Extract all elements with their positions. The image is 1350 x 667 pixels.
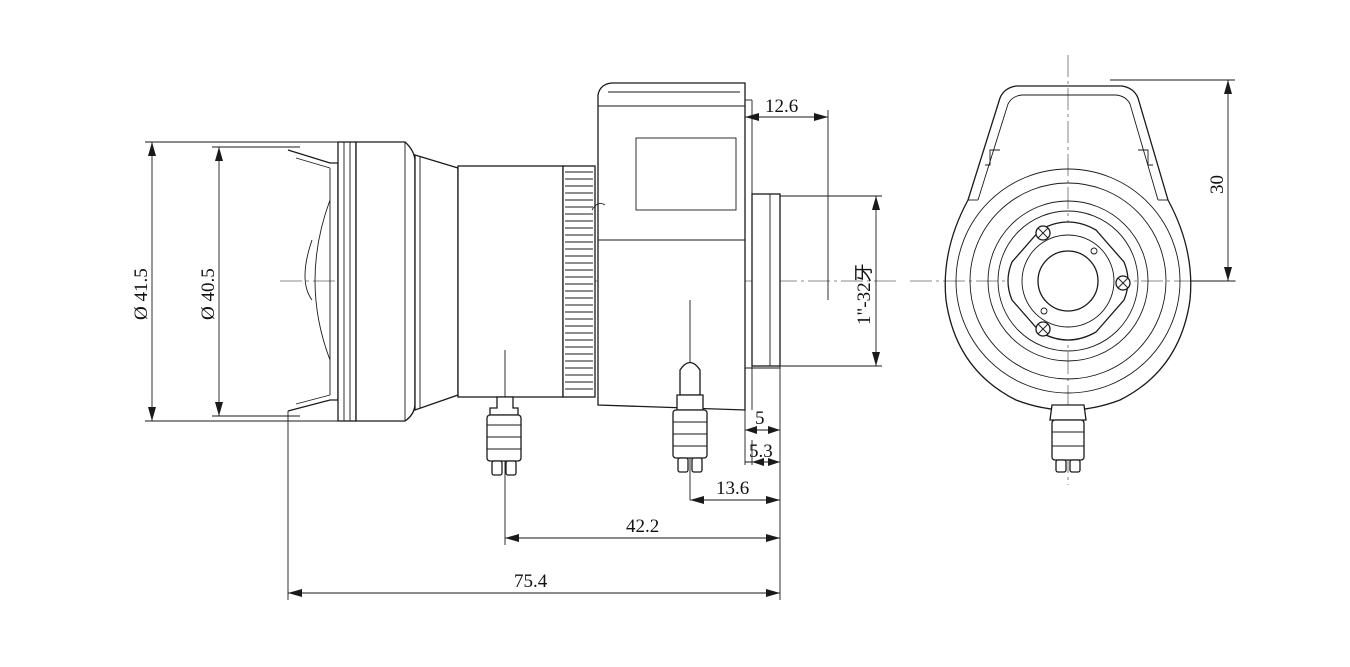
dim-label-dia-41-5: Ø 41.5 [131, 268, 152, 320]
c-mount [745, 193, 781, 369]
rear-outer-profile [944, 85, 1192, 411]
rear-ring-4 [997, 210, 1139, 352]
dim-label-75-4: 75.4 [514, 571, 548, 592]
main-housing [591, 82, 753, 411]
dim-label-5-3: 5.3 [749, 441, 773, 462]
knurled-ring [562, 165, 596, 398]
dim-flange-12-6: 12.6 [745, 96, 829, 300]
rear-screw-icon [1035, 225, 1131, 337]
dim-label-30: 30 [1207, 175, 1228, 194]
iris-connector [672, 300, 708, 500]
rear-aperture [1037, 250, 1099, 312]
dim-label-5: 5 [755, 408, 765, 429]
dim-diameter-40-5: Ø 40.5 [198, 146, 300, 417]
dim-height-30: 30 [1110, 79, 1235, 282]
rear-ring-1 [955, 168, 1181, 394]
front-hood [287, 149, 339, 412]
side-view: Ø 41.5 Ø 40.5 12.6 1"-32牙 [131, 82, 900, 600]
dim-label-13-6: 13.6 [716, 478, 749, 499]
rear-connector [1049, 404, 1087, 473]
dim-label-42-2: 42.2 [626, 516, 659, 537]
dim-mount-5-3: 5.3 [745, 440, 780, 466]
zoom-barrel [457, 165, 564, 398]
front-barrel [355, 141, 416, 422]
rear-ring-2 [969, 182, 1167, 380]
rear-ring-3 [987, 200, 1149, 362]
zoom-connector [486, 350, 522, 485]
dim-thread: 1"-32牙 [780, 195, 882, 367]
dim-label-12-6: 12.6 [765, 96, 798, 117]
front-ring [337, 141, 357, 422]
tapered-section [414, 154, 459, 411]
dim-label-thread: 1"-32牙 [854, 263, 875, 325]
dim-iris-13-6: 13.6 [690, 478, 780, 504]
rear-view: 30 [910, 55, 1240, 485]
dim-zoom-42-2: 42.2 [504, 485, 780, 545]
dim-mount-5: 5 [744, 366, 781, 600]
dim-label-dia-40-5: Ø 40.5 [198, 268, 219, 320]
dim-total-75-4: 75.4 [287, 411, 780, 600]
dim-diameter-41-5: Ø 41.5 [131, 141, 338, 422]
